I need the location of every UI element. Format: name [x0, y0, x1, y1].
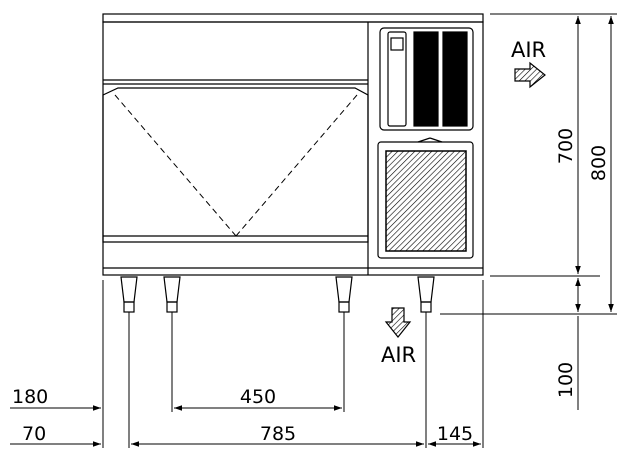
leg-1: [120, 276, 138, 313]
upper-louver-panel: [379, 27, 474, 131]
dimension-785: 785: [260, 423, 296, 445]
dimension-450: 450: [240, 386, 276, 408]
leg-2: [163, 276, 181, 313]
dimension-100: 100: [555, 362, 577, 398]
leg-4: [417, 276, 435, 313]
leg-3: [335, 276, 353, 313]
adjustable-legs: [120, 276, 435, 313]
air-intake-label: AIR: [381, 343, 416, 367]
horizontal-dimension-lines: [10, 405, 481, 447]
air-outlet-arrow-icon: [514, 61, 546, 89]
dimension-145: 145: [437, 423, 473, 445]
dimension-800: 800: [588, 145, 610, 181]
condenser-grille: [377, 137, 474, 259]
dimension-180: 180: [12, 386, 48, 408]
storage-bin-section: [102, 79, 369, 243]
air-outlet-label: AIR: [511, 38, 546, 62]
vertical-dimension-lines: [575, 16, 614, 410]
dimension-70: 70: [22, 423, 46, 445]
dimension-700: 700: [555, 128, 577, 164]
extension-lines: [102, 13, 617, 448]
air-intake-arrow-icon: [384, 307, 412, 338]
